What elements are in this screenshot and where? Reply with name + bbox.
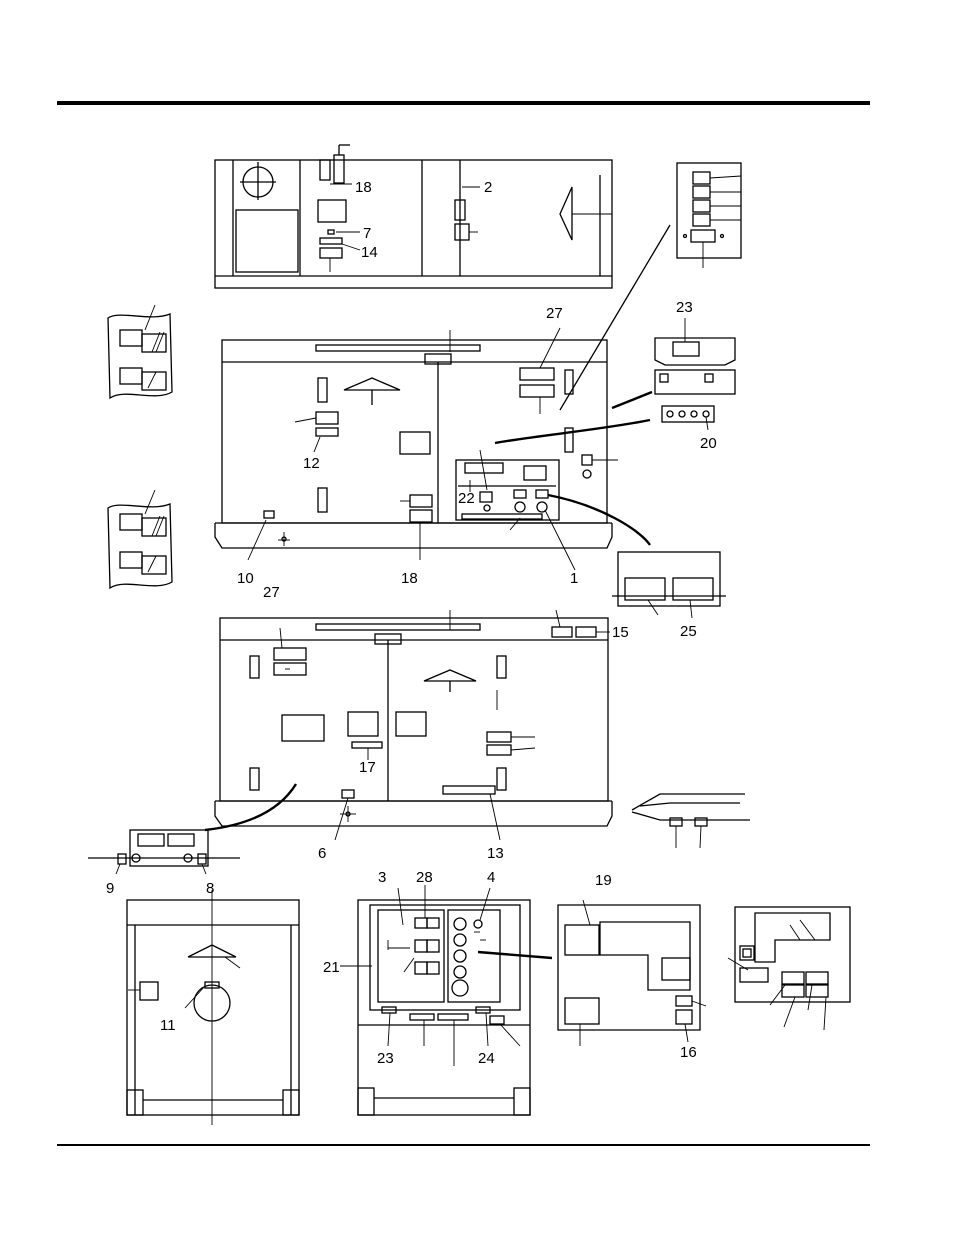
top-view-panel [215, 145, 612, 288]
callout-label: 4 [487, 869, 495, 886]
callout-label: 28 [416, 869, 433, 886]
controller-detail [655, 318, 735, 430]
panel-door-view [558, 900, 706, 1046]
callout-label: 25 [680, 623, 697, 640]
rear-view-panel [205, 610, 612, 840]
callout-label: 15 [612, 624, 629, 641]
callout-label: 23 [676, 299, 693, 316]
callout-label: 20 [700, 435, 717, 452]
side-view-panel [127, 890, 299, 1125]
callout-label: 8 [206, 880, 214, 897]
callout-label: 9 [106, 880, 114, 897]
callout-label: 21 [323, 959, 340, 976]
callout-label: 2 [484, 179, 492, 196]
callout-label: 1 [570, 570, 578, 587]
wire-harness-detail [632, 794, 750, 848]
callout-label: 14 [361, 244, 378, 261]
callout-label: 11 [160, 1017, 176, 1034]
callout-label: 16 [680, 1044, 697, 1061]
gauge-decal-detail [728, 907, 850, 1030]
callout-label: 27 [263, 584, 280, 601]
meter-panel-detail [612, 552, 726, 618]
callout-label: 18 [355, 179, 372, 196]
decal-card-upper [108, 305, 172, 398]
callout-label: 10 [237, 570, 254, 587]
callout-label: 13 [487, 845, 504, 862]
callout-label: 18 [401, 570, 418, 587]
callout-label: 23 [377, 1050, 394, 1067]
callout-label: 22 [458, 490, 475, 507]
switch-label-detail [560, 163, 741, 410]
control-panel-view [340, 885, 552, 1115]
callout-label: 17 [359, 759, 376, 776]
callout-label: 19 [595, 872, 612, 889]
decal-card-lower [108, 490, 172, 588]
battery-strip-detail [88, 830, 240, 874]
callout-label: 24 [478, 1050, 495, 1067]
callout-label: 7 [363, 225, 371, 242]
callout-label: 6 [318, 845, 326, 862]
callout-label: 27 [546, 305, 563, 322]
callout-label: 3 [378, 869, 386, 886]
callout-label: 12 [303, 455, 320, 472]
